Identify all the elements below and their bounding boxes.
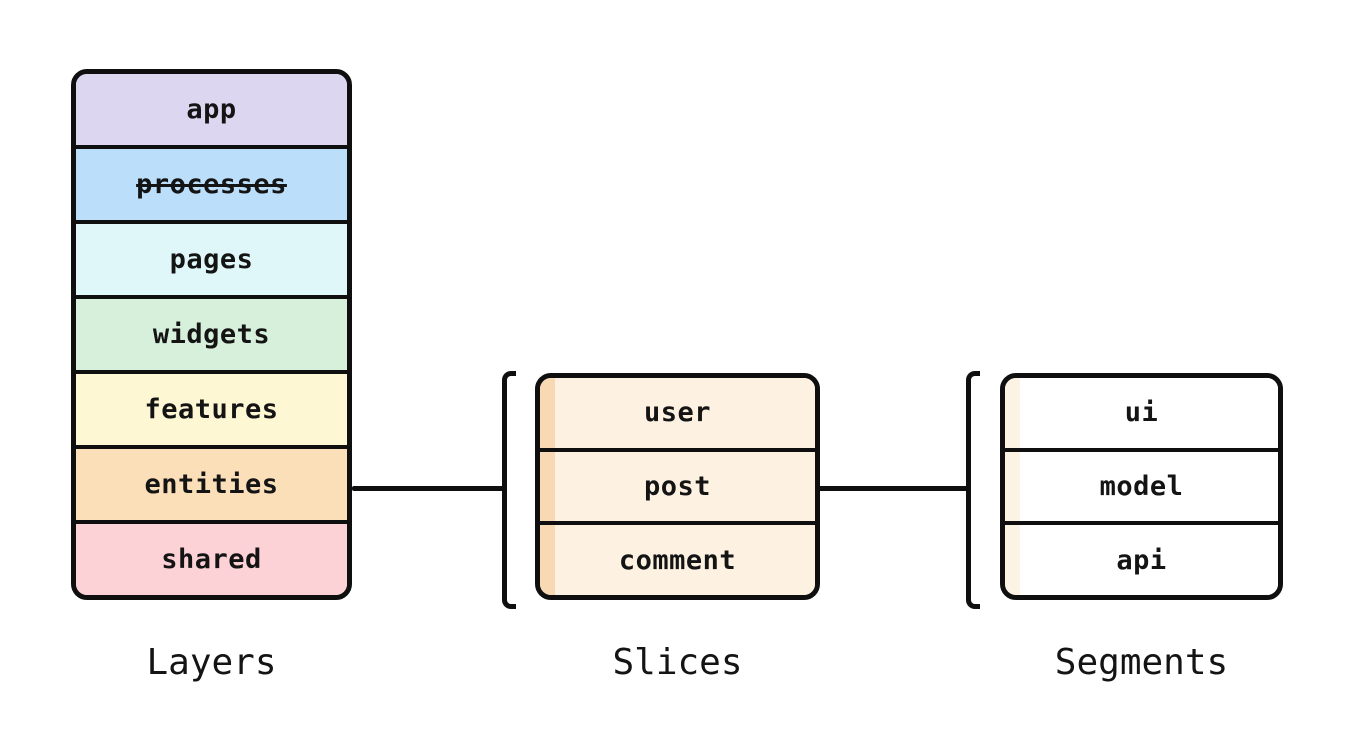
- connector-slices-segments: [818, 486, 971, 491]
- segment-row-model: model: [1005, 451, 1278, 526]
- slice-row-user: user: [540, 378, 815, 452]
- segment-label-model: model: [1099, 471, 1184, 502]
- layer-label-features: features: [144, 394, 279, 425]
- slice-label-comment: comment: [618, 544, 737, 576]
- segment-label-ui: ui: [1124, 397, 1159, 429]
- segments-stack: ui model api: [1000, 373, 1283, 600]
- layer-label-shared: shared: [161, 544, 262, 575]
- slices-stack: user post comment: [535, 373, 820, 600]
- layer-row-app: app: [76, 74, 347, 149]
- layer-row-widgets: widgets: [76, 299, 347, 374]
- segment-row-ui: ui: [1005, 378, 1278, 452]
- layer-row-pages: pages: [76, 224, 347, 299]
- slices-caption: Slices: [612, 641, 743, 683]
- segments-caption: Segments: [1054, 641, 1229, 683]
- connector-layers-slices: [352, 486, 507, 491]
- slice-row-comment: comment: [540, 525, 815, 595]
- layer-row-processes: processes: [76, 149, 347, 224]
- layer-row-features: features: [76, 374, 347, 449]
- layers-stack: app processes pages widgets features ent…: [71, 69, 352, 600]
- layer-row-entities: entities: [76, 449, 347, 524]
- layer-label-processes: processes: [136, 169, 287, 200]
- layer-label-app: app: [186, 94, 237, 125]
- segments-bracket-icon: [966, 371, 980, 609]
- layer-label-pages: pages: [169, 244, 254, 275]
- slice-label-user: user: [643, 397, 712, 429]
- layer-label-widgets: widgets: [152, 319, 271, 350]
- layers-caption: Layers: [146, 641, 277, 683]
- slice-label-post: post: [643, 471, 712, 502]
- segment-label-api: api: [1116, 544, 1167, 576]
- slices-bracket-icon: [502, 371, 516, 609]
- layer-row-shared: shared: [76, 524, 347, 595]
- layer-label-entities: entities: [144, 469, 279, 500]
- slice-row-post: post: [540, 451, 815, 526]
- segment-row-api: api: [1005, 525, 1278, 595]
